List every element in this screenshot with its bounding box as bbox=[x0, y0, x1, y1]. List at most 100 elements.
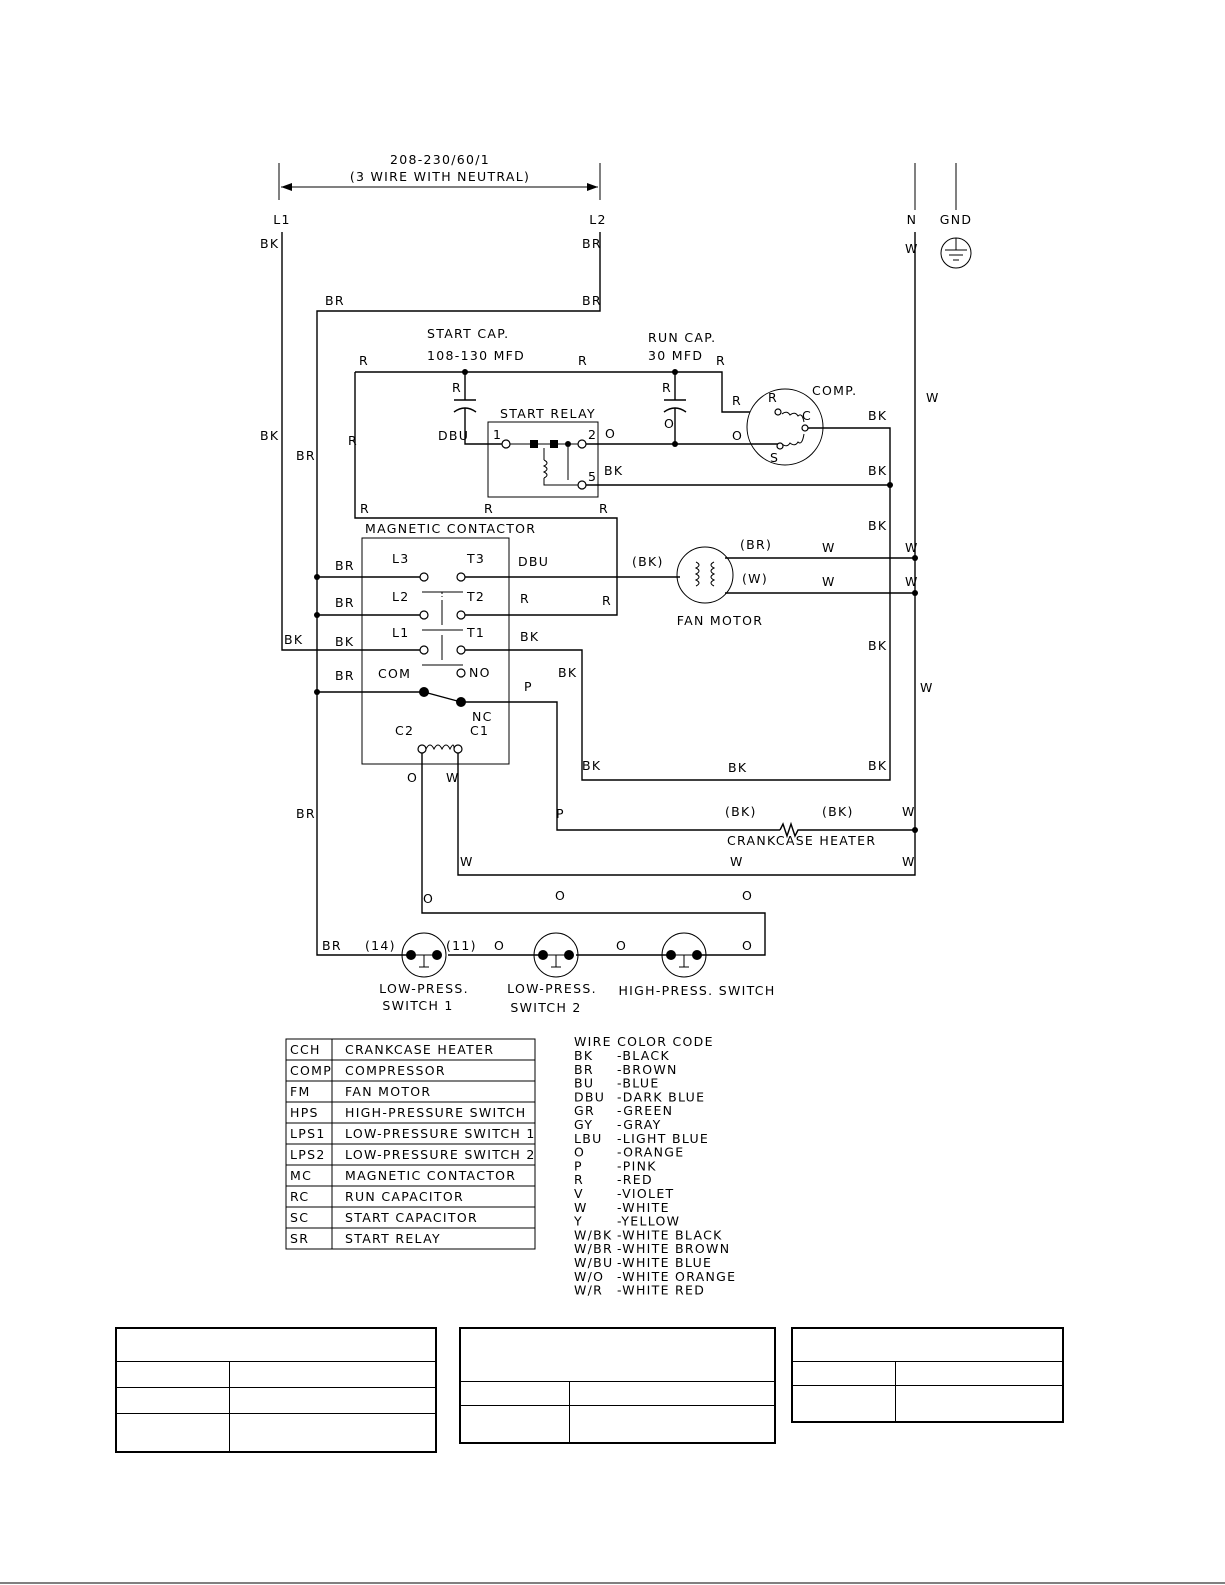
diagram-label: BK bbox=[728, 760, 747, 775]
diagram-label: BR bbox=[322, 938, 342, 953]
diagram-label: BR bbox=[335, 595, 355, 610]
diagram-label: BK bbox=[604, 463, 623, 478]
table-cell bbox=[459, 1327, 776, 1382]
color-name: -WHITE RED bbox=[617, 1283, 705, 1298]
low-pressure-switch-1 bbox=[401, 932, 447, 978]
legend-code: MC bbox=[290, 1168, 312, 1183]
diagram-label: W bbox=[822, 540, 836, 555]
color-name: -BLACK bbox=[617, 1048, 670, 1063]
diagram-label: R bbox=[452, 380, 462, 395]
diagram-label: HIGH-PRESS. SWITCH bbox=[618, 983, 775, 998]
diagram-label: (W) bbox=[742, 571, 768, 586]
diagram-label: (11) bbox=[446, 938, 477, 953]
diagram-label: R bbox=[602, 593, 612, 608]
diagram-label: W bbox=[905, 540, 919, 555]
diagram-label: T1 bbox=[466, 625, 485, 640]
color-code: GY bbox=[574, 1117, 593, 1132]
table-cell bbox=[791, 1327, 1064, 1362]
table-cell bbox=[115, 1386, 230, 1414]
junction-dots bbox=[314, 369, 918, 833]
table-cell bbox=[791, 1384, 896, 1423]
diagram-label: BK bbox=[260, 236, 279, 251]
legend-description: MAGNETIC CONTACTOR bbox=[345, 1168, 516, 1183]
diagram-label: BK bbox=[868, 518, 887, 533]
wires bbox=[281, 232, 916, 956]
diagram-label: L3 bbox=[392, 551, 410, 566]
table-cell bbox=[229, 1386, 437, 1414]
low-pressure-switch-2 bbox=[533, 932, 579, 978]
color-code: GR bbox=[574, 1103, 595, 1118]
diagram-label: O bbox=[555, 888, 566, 903]
diagram-label: BR bbox=[335, 668, 355, 683]
diagram-label: O bbox=[664, 416, 675, 431]
magnetic-contactor: MAGNETIC CONTACTOR L3 T3 L2 T2 L1 T1 COM… bbox=[361, 521, 535, 765]
legend-description: RUN CAPACITOR bbox=[345, 1189, 464, 1204]
diagram-label: O bbox=[494, 938, 505, 953]
diagram-label: R bbox=[662, 380, 672, 395]
diagram-label: S bbox=[770, 450, 779, 465]
table-cell bbox=[895, 1384, 1064, 1423]
color-name: -GREEN bbox=[617, 1103, 673, 1118]
diagram-label: O bbox=[423, 891, 434, 906]
diagram-label: START CAP. bbox=[427, 326, 509, 341]
diagram-label: RUN CAP. bbox=[648, 330, 716, 345]
table-cell bbox=[459, 1405, 570, 1444]
wire-labels: BK BR W BR BR R R R R R R W BK BK R DBU … bbox=[260, 236, 938, 953]
diagram-label: LOW-PRESS. bbox=[507, 981, 597, 996]
diagram-label: LOW-PRESS. bbox=[379, 981, 469, 996]
diagram-label: DBU bbox=[518, 554, 549, 569]
color-name: -WHITE bbox=[617, 1200, 670, 1215]
legend-description: FAN MOTOR bbox=[345, 1084, 431, 1099]
color-name: -YELLOW bbox=[617, 1214, 680, 1229]
legend-code: LPS1 bbox=[290, 1126, 326, 1141]
diagram-label: (BR) bbox=[740, 537, 772, 552]
legend-description: LOW-PRESSURE SWITCH 1 bbox=[345, 1126, 536, 1141]
diagram-label: BK bbox=[284, 632, 303, 647]
legend-description: START CAPACITOR bbox=[345, 1210, 478, 1225]
color-code: W/R bbox=[574, 1283, 603, 1298]
legend-code: FM bbox=[290, 1084, 311, 1099]
diagram-label: COM bbox=[378, 666, 411, 681]
diagram-label: (BK) bbox=[632, 554, 664, 569]
color-name: -BLUE bbox=[617, 1076, 660, 1091]
diagram-label: BK bbox=[520, 629, 539, 644]
power-supply: 208-230/60/1 (3 WIRE WITH NEUTRAL) L1 L2… bbox=[273, 152, 971, 227]
diagram-label: BK bbox=[558, 665, 577, 680]
diagram-label: L2 bbox=[392, 589, 410, 604]
diagram-label: SWITCH 2 bbox=[510, 1000, 581, 1015]
diagram-label: BK bbox=[582, 758, 601, 773]
table-cell bbox=[115, 1412, 230, 1453]
diagram-label: W bbox=[920, 680, 934, 695]
diagram-label: W bbox=[730, 854, 744, 869]
ground-icon bbox=[940, 237, 972, 269]
diagram-label: 5 bbox=[588, 469, 597, 484]
diagram-label: 108-130 MFD bbox=[427, 348, 525, 363]
diagram-label: C1 bbox=[470, 723, 489, 738]
legend-code: RC bbox=[290, 1189, 309, 1204]
color-name: -GRAY bbox=[617, 1117, 662, 1132]
blank-table-middle bbox=[459, 1327, 776, 1444]
diagram-label: BK bbox=[335, 634, 354, 649]
diagram-label: 1 bbox=[493, 427, 502, 442]
table-cell bbox=[569, 1380, 776, 1407]
color-code: W/BR bbox=[574, 1241, 613, 1256]
supply-rating: 208-230/60/1 bbox=[390, 152, 490, 167]
diagram-label: BR bbox=[296, 448, 316, 463]
legend-description: LOW-PRESSURE SWITCH 2 bbox=[345, 1147, 536, 1162]
label-l2: L2 bbox=[589, 212, 607, 227]
fan-motor: FAN MOTOR bbox=[676, 546, 762, 628]
legend-description: HIGH-PRESSURE SWITCH bbox=[345, 1105, 526, 1120]
diagram-label: R bbox=[520, 591, 530, 606]
color-code: BR bbox=[574, 1062, 594, 1077]
diagram-label: BK bbox=[868, 463, 887, 478]
diagram-label: BR bbox=[325, 293, 345, 308]
diagram-label: (BK) bbox=[725, 804, 757, 819]
color-name: -ORANGE bbox=[617, 1145, 684, 1160]
color-name: -WHITE ORANGE bbox=[617, 1269, 736, 1284]
table-cell bbox=[459, 1380, 570, 1407]
diagram-label: BR bbox=[296, 806, 316, 821]
color-name: -DARK BLUE bbox=[617, 1089, 705, 1104]
color-code: W/O bbox=[574, 1269, 604, 1284]
diagram-label: W bbox=[905, 241, 919, 256]
